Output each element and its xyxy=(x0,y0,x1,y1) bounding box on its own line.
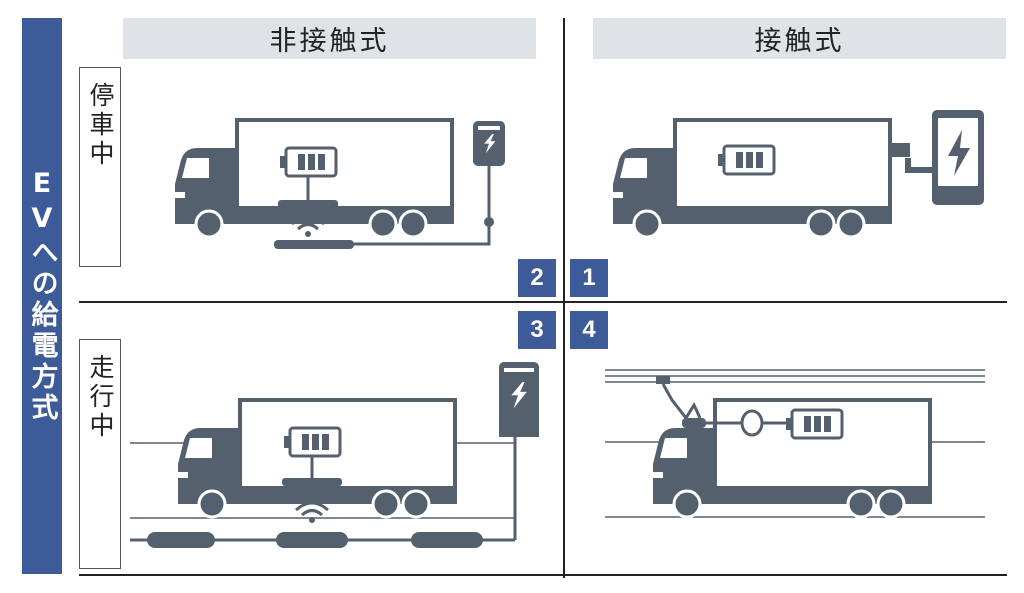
bottom-divider xyxy=(79,574,1007,576)
column-header-contact-label: 接触式 xyxy=(754,26,845,57)
side-title-banner: EVへの給電方式 xyxy=(22,18,62,574)
q2-truck xyxy=(173,118,456,239)
quadrant-1-badge: 1 xyxy=(570,259,608,297)
side-title: EVへの給電方式 xyxy=(26,168,58,424)
row-label-driving-text: 走行中 xyxy=(86,354,115,441)
q1-truck xyxy=(611,118,894,239)
quadrant-4-number: 4 xyxy=(582,316,596,343)
q1-charger-icon xyxy=(890,110,984,205)
q3-charger-icon xyxy=(499,362,539,437)
quadrant-3-number: 3 xyxy=(530,316,544,343)
column-header-contact: 接触式 xyxy=(593,18,1006,59)
quadrant-2-badge: 2 xyxy=(518,259,556,297)
q4-truck xyxy=(651,398,934,519)
vertical-divider xyxy=(563,18,565,578)
column-header-contactless: 非接触式 xyxy=(123,18,536,59)
quadrant-3-badge: 3 xyxy=(518,311,556,349)
quadrant-1-number: 1 xyxy=(582,264,596,291)
q3-road-coils xyxy=(130,437,517,548)
quadrant-4-badge: 4 xyxy=(570,311,608,349)
row-label-parked-text: 停車中 xyxy=(86,82,115,169)
q2-wireless-pad xyxy=(274,165,494,249)
q2-charger-icon xyxy=(473,121,505,166)
row-label-parked: 停車中 xyxy=(79,67,121,267)
q4-pantograph xyxy=(661,383,706,428)
row-label-driving: 走行中 xyxy=(79,339,121,569)
quadrant-2-number: 2 xyxy=(530,264,544,291)
q4-overhead-lines xyxy=(605,369,985,384)
q3-truck xyxy=(176,398,459,519)
column-header-contactless-label: 非接触式 xyxy=(269,26,390,57)
horizontal-divider xyxy=(79,301,1007,303)
